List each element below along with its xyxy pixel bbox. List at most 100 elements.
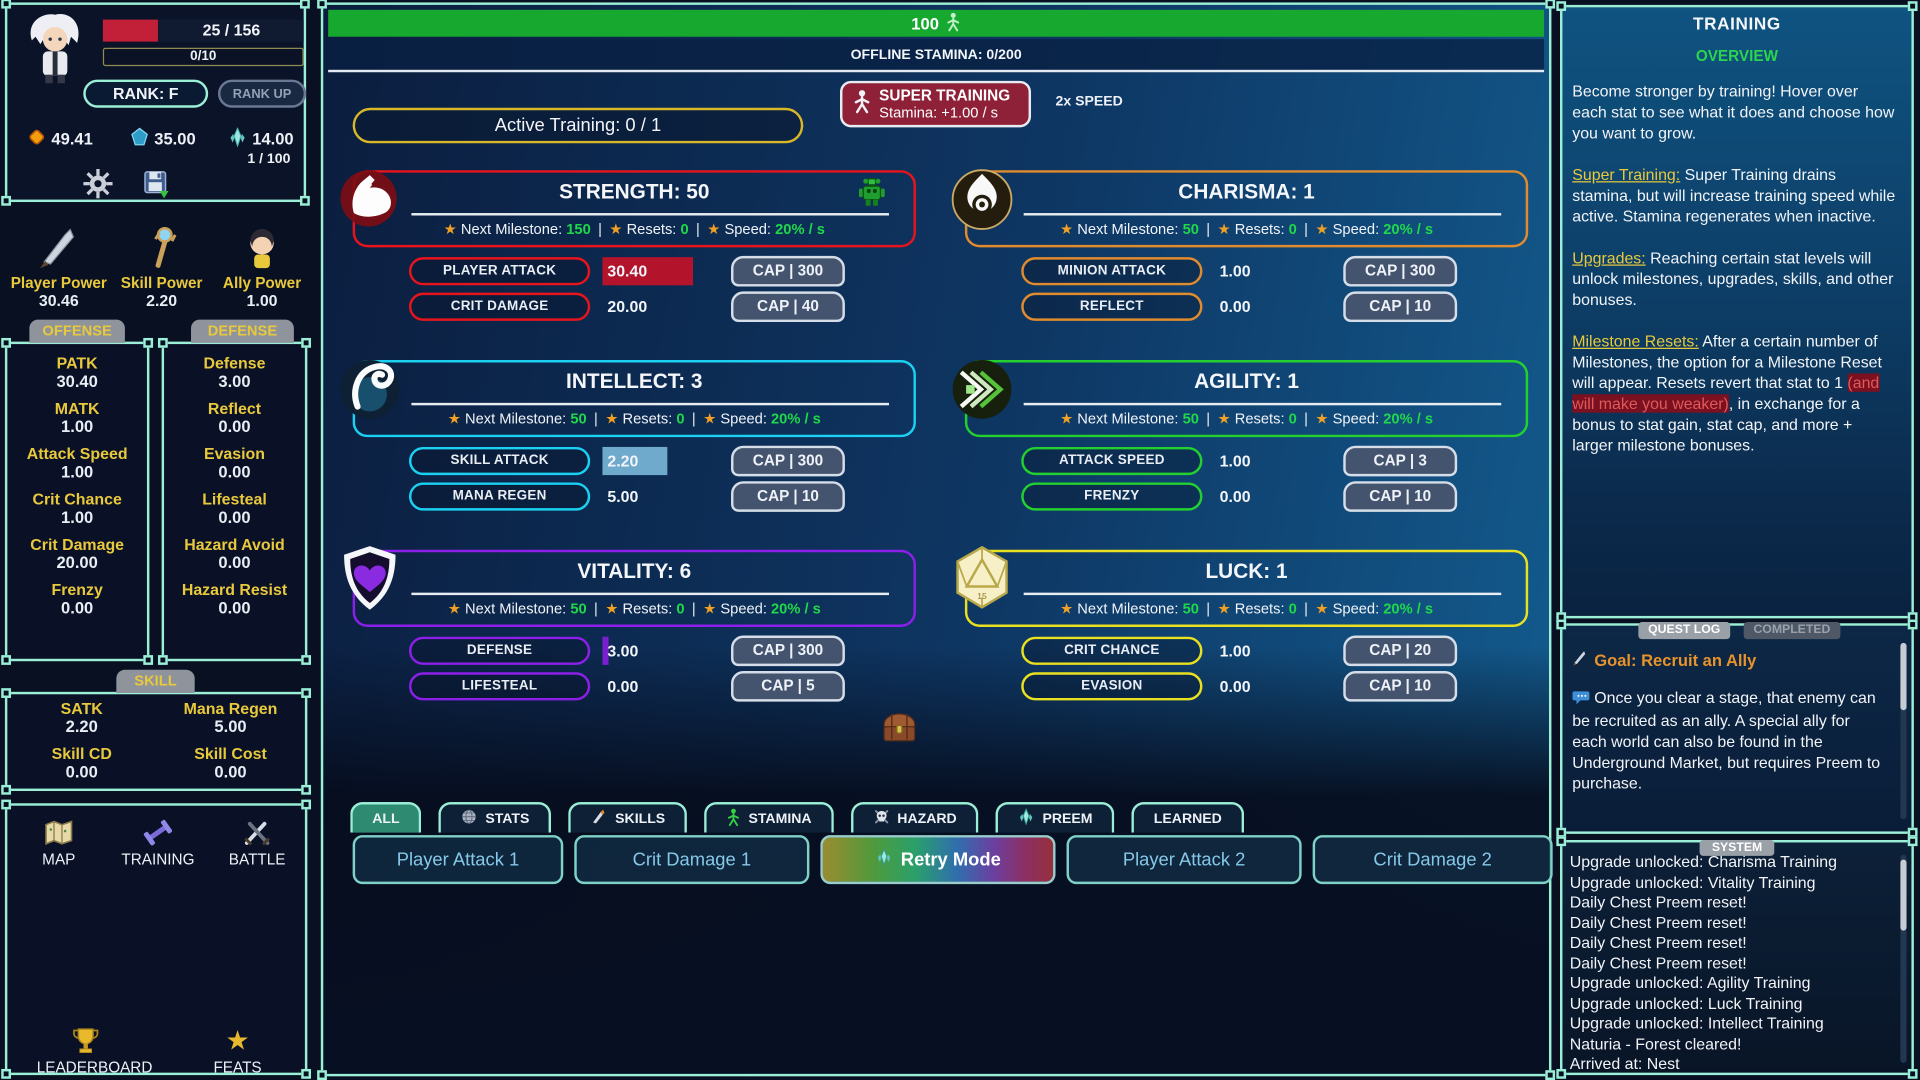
cap-button[interactable]: CAP | 300 bbox=[1343, 255, 1458, 287]
buy-player-attack-2[interactable]: Player Attack 2 bbox=[1066, 835, 1302, 885]
tab-label: ALL bbox=[372, 811, 400, 826]
tab-hazard[interactable]: HAZARD bbox=[850, 802, 979, 833]
gear-icon[interactable] bbox=[83, 168, 113, 199]
training-upgrades: Upgrades: Reaching certain stat levels w… bbox=[1572, 248, 1894, 309]
save-icon[interactable] bbox=[142, 169, 171, 199]
nav-training[interactable]: TRAINING bbox=[109, 816, 207, 868]
rank-up-button[interactable]: RANK UP bbox=[217, 79, 307, 108]
star-icon: ★ bbox=[443, 220, 457, 238]
quest-goal: Goal: Recruit an Ally bbox=[1572, 650, 1756, 670]
hazard-icon bbox=[873, 808, 890, 829]
milestone-line: ★ Next Milestone: 50|★ Resets: 0|★ Speed… bbox=[1059, 220, 1434, 238]
tab-learned[interactable]: LEARNED bbox=[1131, 802, 1244, 833]
cap-button[interactable]: CAP | 5 bbox=[731, 671, 845, 702]
log-line: Daily Chest Preem reset! bbox=[1569, 912, 1747, 932]
tab-stamina[interactable]: STAMINA bbox=[704, 802, 834, 833]
cap-button[interactable]: CAP | 300 bbox=[731, 255, 845, 287]
training-toggle-defense[interactable]: DEFENSE bbox=[408, 636, 591, 665]
stat-label: Evasion bbox=[203, 444, 266, 463]
rank-button[interactable]: RANK: F bbox=[83, 79, 209, 108]
quest-scrollbar-thumb[interactable] bbox=[1900, 642, 1907, 711]
frame-corner bbox=[1, 0, 12, 9]
nav-battle[interactable]: BATTLE bbox=[208, 816, 306, 868]
frame-corner bbox=[1, 784, 12, 795]
preem-icon bbox=[1018, 807, 1035, 829]
buy-crit-damage-1[interactable]: Crit Damage 1 bbox=[574, 835, 810, 885]
cap-button[interactable]: CAP | 10 bbox=[1343, 481, 1458, 512]
cap-button[interactable]: CAP | 40 bbox=[731, 291, 845, 323]
cap-button[interactable]: CAP | 20 bbox=[1343, 635, 1458, 667]
frame-corner bbox=[1907, 1, 1918, 12]
tab-quest-log[interactable]: QUEST LOG bbox=[1638, 622, 1731, 640]
agility-icon bbox=[949, 354, 1015, 425]
tab-completed[interactable]: COMPLETED bbox=[1743, 622, 1841, 640]
system-scrollbar-thumb[interactable] bbox=[1900, 859, 1907, 931]
buy-crit-damage-2[interactable]: Crit Damage 2 bbox=[1312, 835, 1553, 885]
training-toggle-skill-attack[interactable]: SKILL ATTACK bbox=[408, 446, 591, 476]
frame-corner bbox=[301, 337, 312, 348]
stat-card-title: INTELLECT: 3 bbox=[566, 369, 703, 394]
training-value: 0.00 bbox=[1219, 487, 1251, 506]
tab-skills[interactable]: SKILLS bbox=[568, 802, 688, 833]
system-scrollbar[interactable] bbox=[1900, 854, 1907, 1063]
training-toggle-lifesteal[interactable]: LIFESTEAL bbox=[408, 672, 591, 701]
log-line: Upgrade unlocked: Agility Training bbox=[1569, 973, 1811, 992]
cap-button[interactable]: CAP | 3 bbox=[1343, 445, 1458, 477]
training-toggle-mana-regen[interactable]: MANA REGEN bbox=[408, 482, 591, 511]
buy-player-attack-1[interactable]: Player Attack 1 bbox=[352, 835, 564, 885]
trophy-icon bbox=[37, 1024, 135, 1056]
stat-label: Attack Speed bbox=[26, 444, 128, 463]
super-training-button[interactable]: SUPER TRAINING Stamina: +1.00 / s bbox=[839, 80, 1032, 128]
cap-button[interactable]: CAP | 10 bbox=[1343, 671, 1458, 702]
stat-label: Skill CD bbox=[51, 744, 112, 763]
cap-button[interactable]: CAP | 10 bbox=[731, 481, 845, 512]
training-toggle-attack-speed[interactable]: ATTACK SPEED bbox=[1021, 446, 1203, 476]
training-toggle-evasion[interactable]: EVASION bbox=[1021, 672, 1203, 701]
stat-card-title: AGILITY: 1 bbox=[1194, 369, 1299, 394]
buy-retry-mode[interactable]: Retry Mode bbox=[820, 835, 1056, 885]
stat-label: Mana Regen bbox=[183, 699, 278, 718]
nav-feats[interactable]: ★ FEATS bbox=[189, 1024, 287, 1077]
training-toggle-crit-damage[interactable]: CRIT DAMAGE bbox=[408, 292, 591, 321]
training-toggle-crit-chance[interactable]: CRIT CHANCE bbox=[1021, 636, 1203, 665]
stat-label: PATK bbox=[56, 353, 98, 373]
stat-value: 1.00 bbox=[61, 508, 94, 527]
stat-value: 1.00 bbox=[61, 462, 94, 482]
cap-button[interactable]: CAP | 10 bbox=[1343, 291, 1458, 323]
nav-map[interactable]: MAP bbox=[10, 816, 108, 868]
stat-label: MATK bbox=[54, 399, 100, 418]
value-fill bbox=[602, 636, 609, 665]
training-toggle-reflect[interactable]: REFLECT bbox=[1021, 292, 1203, 321]
quest-scrollbar[interactable] bbox=[1900, 642, 1907, 820]
cap-button[interactable]: CAP | 300 bbox=[731, 445, 845, 477]
nav-leaderboard[interactable]: LEADERBOARD bbox=[37, 1024, 152, 1076]
training-main-panel: 100 OFFLINE STAMINA: 0/200 SUPER TRAININ… bbox=[317, 0, 1556, 1080]
stamina-runner-icon bbox=[945, 12, 961, 35]
map-icon bbox=[10, 816, 108, 848]
stat-value: 5.00 bbox=[214, 717, 247, 736]
milestone-line: ★ Next Milestone: 150|★ Resets: 0|★ Spee… bbox=[443, 220, 825, 238]
frame-corner bbox=[299, 0, 310, 9]
training-toggle-player-attack[interactable]: PLAYER ATTACK bbox=[408, 257, 591, 286]
training-toggle-frenzy[interactable]: FRENZY bbox=[1021, 482, 1203, 511]
stat-label: SATK bbox=[60, 699, 103, 718]
training-overview-label: OVERVIEW bbox=[1695, 47, 1779, 65]
stat-label: Reflect bbox=[207, 399, 262, 418]
training-row: FRENZY 0.00 CAP | 10 bbox=[965, 481, 1528, 513]
tab-label: PREEM bbox=[1042, 811, 1093, 826]
cap-button[interactable]: CAP | 300 bbox=[731, 635, 845, 667]
tab-stats[interactable]: STATS bbox=[438, 802, 552, 833]
tab-all[interactable]: ALL bbox=[350, 802, 422, 833]
tab-preem[interactable]: PREEM bbox=[995, 802, 1115, 833]
chest-icon[interactable] bbox=[882, 710, 918, 743]
training-toggle-minion-attack[interactable]: MINION ATTACK bbox=[1021, 257, 1203, 286]
